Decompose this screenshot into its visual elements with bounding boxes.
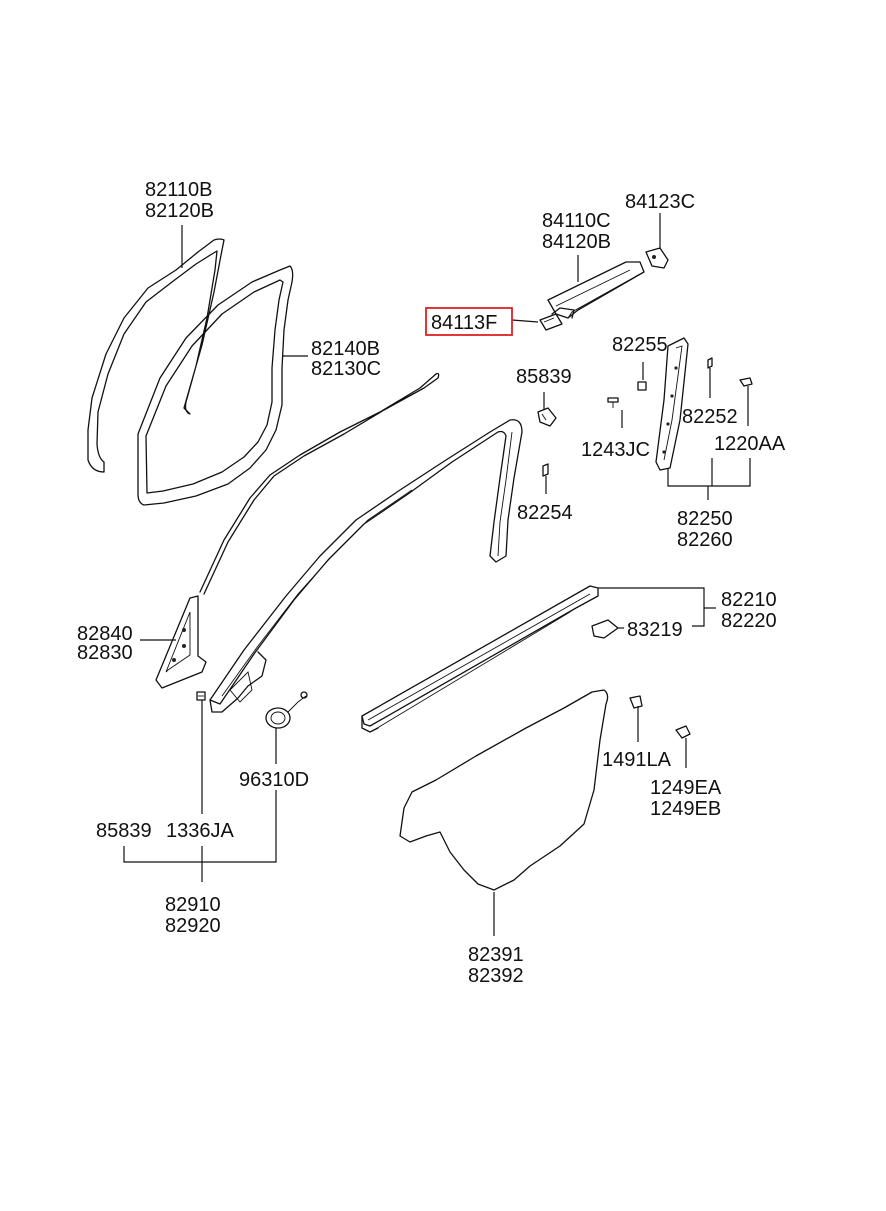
label-96310d[interactable]: 96310D [239, 769, 309, 791]
belt-moulding [361, 585, 599, 733]
label-1336ja[interactable]: 1336JA [166, 820, 234, 842]
label-82220[interactable]: 82220 [721, 610, 777, 632]
label-82252[interactable]: 82252 [682, 406, 738, 428]
label-82130c[interactable]: 82130C [311, 358, 381, 380]
label-82255[interactable]: 82255 [612, 334, 668, 356]
door-weatherstrip-front [87, 238, 225, 473]
label-1220aa[interactable]: 1220AA [714, 433, 786, 455]
label-85839-upper[interactable]: 85839 [516, 366, 572, 388]
callout-labels: 82110B 82120B 82140B 82130C 84110C 84120… [77, 179, 786, 987]
grommet-and-bolt [629, 695, 691, 739]
label-82110b[interactable]: 82110B [145, 179, 212, 201]
label-84123c[interactable]: 84123C [625, 191, 695, 213]
door-weatherstrip-rear [137, 265, 294, 506]
label-82120b[interactable]: 82120B [145, 200, 214, 222]
small-fasteners [607, 357, 753, 408]
label-82910[interactable]: 82910 [165, 894, 221, 916]
label-82260[interactable]: 82260 [677, 529, 733, 551]
label-82840[interactable]: 82840 [77, 623, 133, 645]
label-82254[interactable]: 82254 [517, 502, 573, 524]
label-85839-lower[interactable]: 85839 [96, 820, 152, 842]
roof-weatherstrip [199, 372, 440, 595]
delta-cover [155, 595, 207, 689]
label-1249ea[interactable]: 1249EA [650, 777, 722, 799]
label-82210[interactable]: 82210 [721, 589, 777, 611]
label-83219[interactable]: 83219 [627, 619, 683, 641]
label-1243jc[interactable]: 1243JC [581, 439, 650, 461]
label-1491la[interactable]: 1491LA [602, 749, 672, 771]
label-84110c[interactable]: 84110C [542, 210, 611, 232]
clip-85839-upper-part [537, 407, 557, 427]
door-frame-channel [209, 419, 523, 713]
garnish-cap [645, 247, 669, 269]
label-82140b[interactable]: 82140B [311, 338, 380, 360]
label-1249eb[interactable]: 1249EB [650, 798, 721, 820]
pillar-garnish [655, 337, 689, 471]
label-84113f[interactable]: 84113F [431, 312, 497, 334]
upper-garnish [547, 261, 645, 319]
label-82920[interactable]: 82920 [165, 915, 221, 937]
leader-lines [123, 213, 751, 936]
label-82392[interactable]: 82392 [468, 965, 524, 987]
clip-82254-part [542, 463, 549, 477]
label-82830[interactable]: 82830 [77, 642, 133, 664]
clip-83219-part [591, 619, 619, 639]
highlight-box [425, 307, 513, 336]
garnish-clip-84113f-part [539, 313, 563, 331]
label-82250[interactable]: 82250 [677, 508, 733, 530]
door-film [399, 689, 609, 891]
label-82391[interactable]: 82391 [468, 944, 524, 966]
clip-1336ja-part [196, 691, 206, 701]
speaker-grille [265, 691, 308, 729]
label-84120b[interactable]: 84120B [542, 231, 611, 253]
